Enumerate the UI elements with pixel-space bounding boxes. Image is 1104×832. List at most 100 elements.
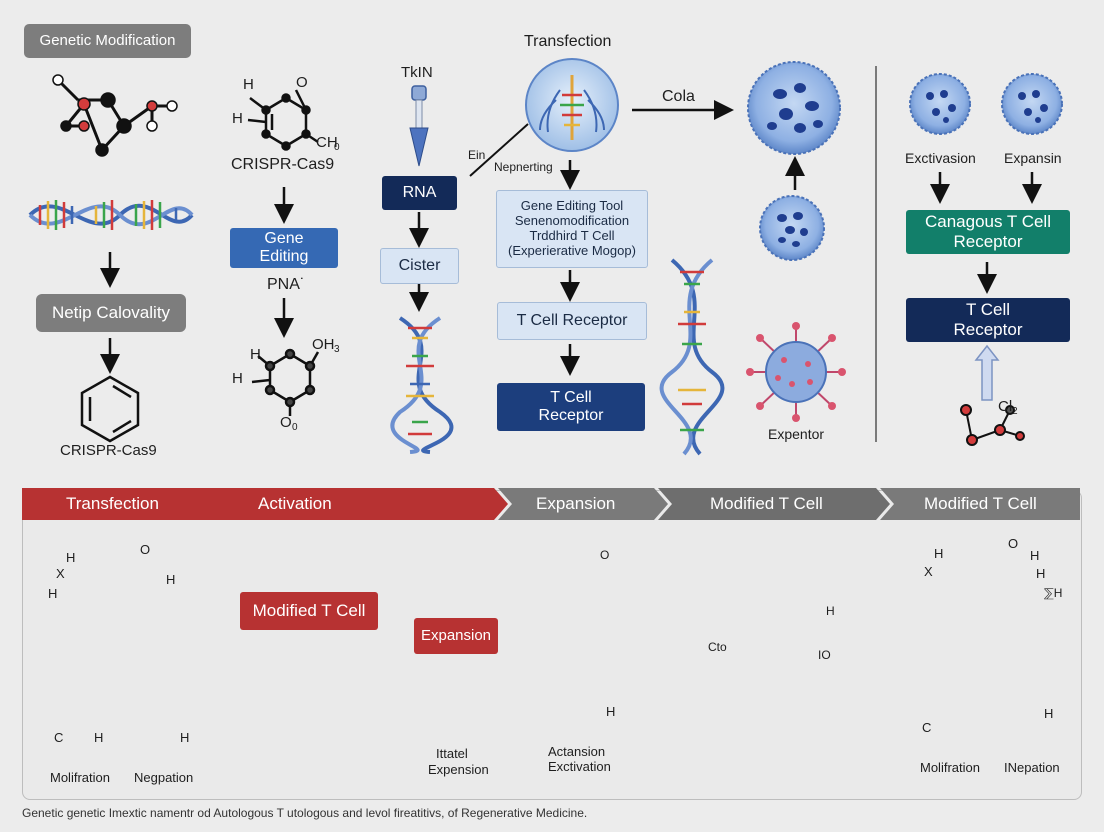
col2-mol1-o-top: O	[296, 74, 308, 91]
cube-h: H	[826, 604, 835, 618]
stage-activation[interactable]: Activation	[258, 494, 332, 513]
syringe-icon	[409, 85, 429, 167]
pna-label: PNA˙	[267, 276, 306, 293]
molecule-col2-top	[247, 89, 319, 151]
dna-helix-center	[659, 258, 725, 456]
modified-t-cell-button[interactable]: Modified T Cell	[240, 592, 378, 630]
ein-label: Ein	[468, 148, 486, 162]
cell1-h2: H	[48, 586, 58, 601]
inepation-label: INepation	[1004, 760, 1060, 775]
tcr-navy-button[interactable]: T Cell Receptor	[497, 383, 645, 431]
expansion-label: Expansion	[420, 627, 492, 645]
col2-mol2-sub0: 0	[292, 422, 298, 433]
small-cell-mid	[759, 195, 825, 261]
tcr-right-label: T Cell Receptor	[953, 300, 1023, 339]
cister-label: Cister	[398, 256, 441, 274]
rna-label: RNA	[402, 183, 437, 201]
large-cell-top	[747, 61, 841, 155]
transfection-title: Transfection	[524, 33, 612, 50]
canagous-tcr-button[interactable]: Canagous T Cell Receptor	[906, 210, 1070, 254]
virus-particle	[746, 322, 846, 422]
nepnerting-label: Nepnerting	[494, 160, 553, 174]
genetic-modification-tag: Genetic Modification	[24, 24, 191, 58]
cube-cto: Cto	[708, 640, 727, 654]
col2-mol1-ch: CH	[316, 134, 338, 151]
cell1-h2b: H	[166, 572, 176, 587]
gene-editing-label: Gene Editing	[259, 229, 309, 265]
negpation-label: Negpation	[134, 770, 194, 785]
cellR-h1: H	[1030, 548, 1040, 563]
gene-editing-button[interactable]: Gene Editing	[230, 228, 338, 268]
expansion-button[interactable]: Expansion	[414, 618, 498, 654]
dna-helix-top-left	[28, 200, 194, 230]
cola-label: Cola	[662, 88, 695, 105]
tkin-label: TkIN	[401, 64, 433, 81]
cell-extivasion	[909, 73, 971, 135]
crispr-caption-left: CRISPR-Cas9	[60, 442, 157, 459]
benzene-ring	[80, 375, 140, 443]
line-to-transfection-cell	[469, 123, 529, 177]
cellR-o: O	[1008, 536, 1019, 551]
actansion-label: Actansion	[548, 744, 606, 759]
crispr-caption-col2: CRISPR-Cas9	[231, 156, 335, 173]
expension-label: Expension	[428, 762, 489, 777]
cister-button[interactable]: Cister	[380, 248, 459, 284]
expansin-label: Expansin	[1004, 150, 1062, 166]
col2-mol1-h-left: H	[232, 110, 243, 127]
bottom-process-panel	[22, 490, 1082, 800]
canagous-tcr-label: Canagous T Cell Receptor	[924, 212, 1051, 251]
col2-mol2-sub3: 3	[334, 344, 340, 355]
molifration-right: Molifration	[920, 760, 980, 775]
cellR-h3: H	[1044, 706, 1054, 721]
molecule-top-left	[56, 78, 172, 152]
col2-mol1-h-top: H	[243, 76, 254, 93]
cell1-x: X	[56, 566, 65, 581]
stage-modified-t-cell-2[interactable]: Modified T Cell	[924, 494, 1037, 513]
dna-helix-col3	[390, 316, 454, 454]
gene-editing-tool-box: Gene Editing Tool Senenomodification Trd…	[496, 190, 648, 268]
cellR-ch: ⅀H	[1044, 586, 1063, 600]
molecule-cl2	[960, 404, 1025, 446]
tcr-navy-label: T Cell Receptor	[538, 388, 604, 424]
cube-io: IO	[818, 648, 831, 662]
molifration-left: Molifration	[50, 770, 110, 785]
tcr-light-button[interactable]: T Cell Receptor	[497, 302, 647, 340]
cell1-c: C	[54, 730, 64, 745]
stage-transfection[interactable]: Transfection	[66, 494, 159, 513]
tcr-right-button[interactable]: T Cell Receptor	[906, 298, 1070, 342]
stage-banner	[22, 488, 1080, 520]
hollow-up-arrow	[974, 344, 1000, 401]
col2-mol1-sub0: 0	[334, 142, 340, 153]
cl-sub: 2	[1012, 406, 1018, 417]
rna-button[interactable]: RNA	[382, 176, 457, 210]
cell1-h1: H	[66, 550, 76, 565]
cell1-h2c: H	[94, 730, 104, 745]
cellR-h: H	[934, 546, 944, 561]
cellR-h2: H	[1036, 566, 1046, 581]
cell1-h2d: H	[180, 730, 190, 745]
transfection-cell	[525, 58, 619, 152]
cell-expansin	[1001, 73, 1063, 135]
arrow-h-label: H	[606, 704, 616, 719]
cellR-x: X	[924, 564, 933, 579]
ittatel-label: Ittatel	[436, 746, 468, 761]
cl-label: Cl	[998, 398, 1013, 415]
molecule-col2-bottom	[251, 348, 320, 416]
gene-editing-tool-text: Gene Editing Tool Senenomodification Trd…	[508, 198, 636, 258]
col2-mol2-h3: H	[232, 370, 243, 387]
footer-caption: Genetic genetic Imextic namentr od Autol…	[22, 806, 588, 820]
tcr-light-label: T Cell Receptor	[516, 311, 628, 329]
stage-expansion[interactable]: Expansion	[536, 494, 616, 513]
cellR-c: C	[922, 720, 932, 735]
exctivation-label: Exctivation	[548, 759, 611, 774]
stage-modified-t-cell-1[interactable]: Modified T Cell	[710, 494, 823, 513]
molecule-atoms-top-left	[52, 74, 178, 157]
extivasion-label: Exctivasion	[905, 150, 976, 166]
cell1-o: O	[140, 542, 151, 557]
col2-mol2-o: O	[280, 414, 292, 431]
green-cell-o: O	[600, 548, 610, 562]
netip-calovality-box: Netip Calovality	[36, 294, 186, 332]
col2-mol2-oh: OH	[312, 336, 335, 353]
expentor-label: Expentor	[768, 426, 825, 442]
col2-mol2-h: H	[250, 346, 261, 363]
